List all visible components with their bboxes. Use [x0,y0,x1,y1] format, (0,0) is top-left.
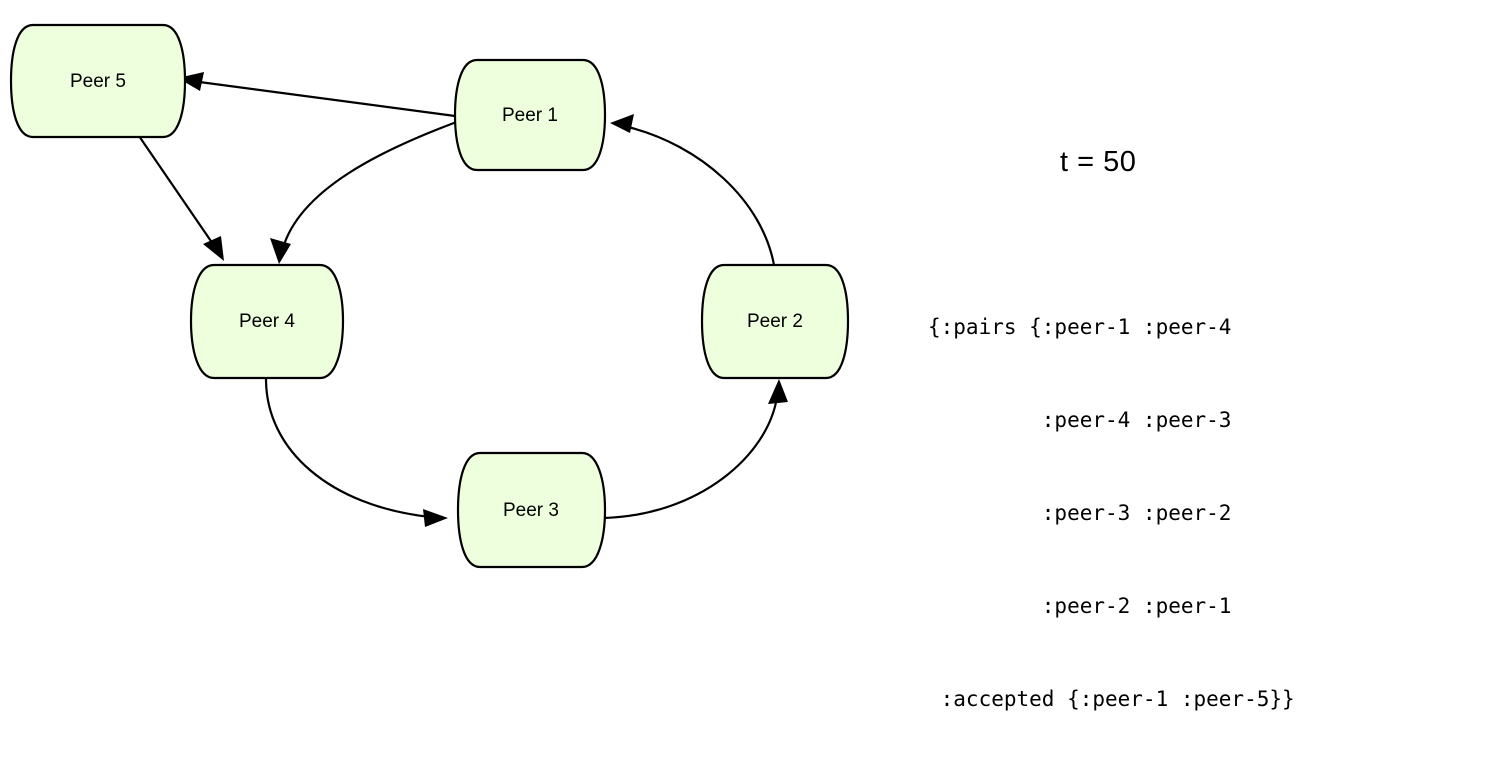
node-peer-2-shape[interactable] [700,263,850,380]
edge-peer2-to-peer1-line [627,125,776,266]
state-line: :peer-2 :peer-1 [928,594,1232,618]
state-line: {:pairs {:peer-1 :peer-4 [928,315,1232,339]
node-peer-3-label: Peer 3 [503,500,559,521]
edge-peer4-to-peer3 [264,378,448,527]
node-peer-2[interactable]: Peer 2 [700,263,850,380]
peer-graph-canvas: Peer 5 Peer 1 Peer 4 Peer 2 Peer 3 [9,23,850,569]
edge-peer1-to-peer5 [178,72,456,118]
node-peer-1-shape[interactable] [453,58,607,172]
node-peer-5-label: Peer 5 [70,71,126,92]
node-peer-3[interactable]: Peer 3 [456,451,607,569]
node-peer-5[interactable]: Peer 5 [9,23,187,139]
edge-peer5-to-peer4-arrowhead [203,236,224,261]
node-peer-4-shape[interactable] [189,263,345,380]
edge-peer1-to-peer4-line [281,118,463,249]
edge-peer3-to-peer2-line [603,396,779,520]
edge-peer3-to-peer2 [603,379,788,520]
edge-peer3-to-peer2-arrowhead [768,379,788,404]
edge-peer4-to-peer3-arrowhead [423,509,448,527]
node-peer-3-shape[interactable] [456,451,607,569]
state-line: :peer-3 :peer-2 [928,501,1232,525]
state-line: :accepted {:peer-1 :peer-5}} [928,687,1295,711]
edge-peer5-to-peer4 [138,135,224,261]
node-peer-5-shape[interactable] [9,23,187,139]
edge-peer2-to-peer1-arrowhead [610,114,634,133]
node-peer-1-label: Peer 1 [502,105,558,126]
node-peer-2-label: Peer 2 [747,311,803,332]
node-peer-4-label: Peer 4 [239,311,295,332]
edge-peer2-to-peer1 [610,114,776,266]
edge-peer1-to-peer4-arrowhead [270,238,291,264]
edge-peer1-to-peer4 [270,118,463,264]
edge-peer1-to-peer5-line [191,79,456,118]
state-map-block: {:pairs {:peer-1 :peer-4 :peer-4 :peer-3… [928,250,1295,777]
node-peer-4[interactable]: Peer 4 [189,263,345,380]
edge-peer4-to-peer3-line [264,378,431,519]
info-panel: t = 50 {:pairs {:peer-1 :peer-4 :peer-4 … [900,0,1485,711]
node-peer-1[interactable]: Peer 1 [453,58,607,172]
time-label: t = 50 [1060,146,1137,178]
edge-peer5-to-peer4-line [138,135,216,248]
state-line: :peer-4 :peer-3 [928,408,1232,432]
